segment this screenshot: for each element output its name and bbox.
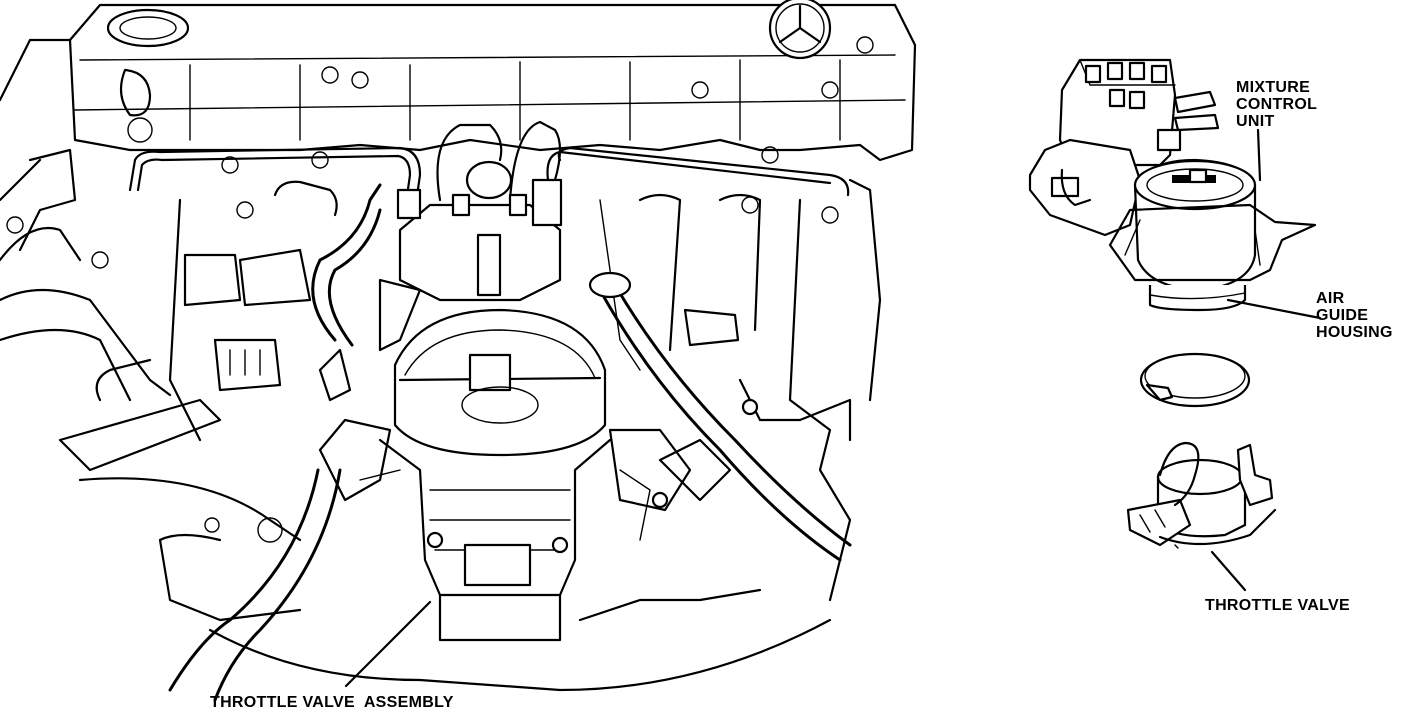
leader-lines [344, 128, 1322, 688]
label-mixture-control-unit: MIXTURE CONTROL UNIT [1236, 79, 1317, 130]
label-throttle-valve: THROTTLE VALVE [1205, 597, 1350, 614]
label-air-guide-line-1: AIR [1316, 290, 1345, 307]
label-mixture-line-3: UNIT [1236, 113, 1275, 130]
leader-air-guide-housing [1226, 298, 1322, 320]
label-mixture-line-2: CONTROL [1236, 96, 1318, 113]
label-air-guide-line-2: GUIDE [1316, 307, 1369, 324]
throttle-valve-drawing [1126, 441, 1277, 549]
leader-throttle-valve-assembly [344, 600, 432, 688]
mixture-control-unit-drawing [1028, 58, 1317, 312]
label-mixture-line-1: MIXTURE [1236, 79, 1311, 96]
label-air-guide-line-3: HOUSING [1316, 324, 1393, 341]
leader-throttle-valve [1210, 550, 1247, 592]
leader-mixture-control-unit [1256, 128, 1262, 182]
hose-clamp-drawing [1139, 352, 1251, 408]
engine-block [0, 0, 917, 702]
label-air-guide-housing: AIR GUIDE HOUSING [1316, 290, 1393, 341]
label-throttle-valve-assembly: THROTTLE VALVE ASSEMBLY [210, 694, 454, 711]
